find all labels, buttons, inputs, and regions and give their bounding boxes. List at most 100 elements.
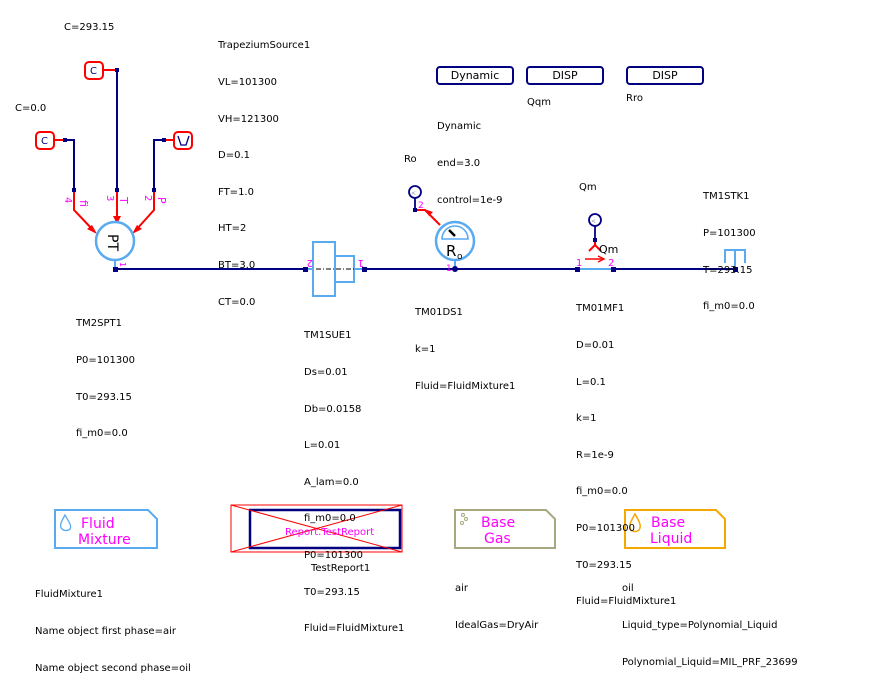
dynamic-params: Dynamic end=3.0 control=1e-9 xyxy=(437,97,503,219)
param-line: P0=101300 xyxy=(576,523,635,535)
port-number: 2 xyxy=(307,257,313,268)
param-line: fi_m0=0.0 xyxy=(576,486,628,498)
param-line: T0=293.15 xyxy=(576,559,632,571)
param-line: Liquid_type=Polynomial_Liquid xyxy=(622,620,778,632)
disp-qm-label: Qqm xyxy=(527,97,551,108)
param-line: oil xyxy=(622,583,634,595)
port-number: 1 xyxy=(446,264,452,274)
param-line: T=293.15 xyxy=(703,264,753,276)
svg-text:<: < xyxy=(591,218,596,225)
constant-293-block[interactable]: C xyxy=(84,61,119,190)
pt-source-block[interactable]: 4 fi 3 T 2 P PT 1 xyxy=(62,188,168,272)
param-line: T0=293.15 xyxy=(304,586,360,598)
base-liquid-icon[interactable] xyxy=(624,509,726,549)
param-line: k=1 xyxy=(576,413,597,425)
param-line: TM01DS1 xyxy=(415,307,463,319)
param-line: BT=3.0 xyxy=(218,260,256,272)
density-glyph-sub: o xyxy=(457,252,463,262)
ro-sensor-label: Ro xyxy=(404,154,417,165)
base-liquid-params: oil Liquid_type=Polynomial_Liquid Polyno… xyxy=(622,559,798,681)
svg-text:<: < xyxy=(411,190,416,197)
base-liquid-title: Base xyxy=(651,515,685,531)
param-line: P0=101300 xyxy=(76,355,135,367)
param-line: D=0.01 xyxy=(576,340,615,352)
param-line: Name object second phase=oil xyxy=(35,662,191,674)
param-line: VH=121300 xyxy=(218,113,279,125)
port-number: 1 xyxy=(358,257,364,268)
fluid-mixture-block[interactable]: Fluid Mixture xyxy=(54,509,158,549)
param-line: T0=293.15 xyxy=(76,391,132,403)
base-gas-icon[interactable] xyxy=(454,509,556,549)
port-name-fi: fi xyxy=(77,200,90,207)
mass-flow-block[interactable]: < Qm 1 2 xyxy=(575,213,618,272)
droplet-icon xyxy=(629,512,641,533)
tank-block[interactable] xyxy=(724,249,746,272)
param-line: R=1e-9 xyxy=(576,449,614,461)
test-report-block[interactable]: Report.TestReport xyxy=(230,504,403,553)
signal-fi xyxy=(73,192,94,231)
fluid-mixture-title: Fluid xyxy=(81,516,115,532)
param-line: FluidMixture1 xyxy=(35,589,103,601)
qm-port-label: Qm xyxy=(599,243,618,256)
wire-c0-to-pt[interactable] xyxy=(65,139,75,190)
sudden-expansion-block[interactable]: 2 1 xyxy=(303,241,367,297)
port-number: 4 xyxy=(62,197,73,203)
disp-qm-button[interactable]: DISP xyxy=(526,66,604,85)
param-line: L=0.01 xyxy=(304,440,341,452)
param-line: HT=2 xyxy=(218,223,247,235)
param-line: Polynomial_Liquid=MIL_PRF_23699 xyxy=(622,656,798,668)
constant-glyph: C xyxy=(41,136,48,147)
base-gas-params: air IdealGas=DryAir xyxy=(455,559,538,644)
mass-flow-params: TM01MF1 D=0.01 L=0.1 k=1 R=1e-9 fi_m0=0.… xyxy=(576,279,676,621)
param-line: Fluid=FluidMixture1 xyxy=(415,380,516,392)
base-gas-block[interactable]: Base Gas xyxy=(454,509,556,549)
param-line: end=3.0 xyxy=(437,158,481,170)
param-line: Name object first phase=air xyxy=(35,626,176,638)
fluid-mixture-params: FluidMixture1 Name object first phase=ai… xyxy=(35,565,191,687)
droplet-icon xyxy=(59,513,72,532)
base-liquid-block[interactable]: Base Liquid xyxy=(624,509,726,549)
param-line: FT=1.0 xyxy=(218,186,254,198)
fluid-mixture-title: Mixture xyxy=(78,532,131,548)
density-sensor-params: TM01DS1 k=1 Fluid=FluidMixture1 xyxy=(415,283,515,405)
constant-0-block[interactable]: C xyxy=(35,131,75,190)
base-gas-title: Gas xyxy=(484,531,511,547)
fluid-mixture-icon[interactable] xyxy=(54,509,158,549)
pt-source-params: TM2SPT1 P0=101300 T0=293.15 fi_m0=0.0 xyxy=(76,294,135,453)
constant-0-label: C=0.0 xyxy=(15,103,47,114)
port-number: 2 xyxy=(608,258,614,269)
port-name-t: T xyxy=(117,196,130,204)
param-line: control=1e-9 xyxy=(437,194,503,206)
port-number: 2 xyxy=(418,201,424,211)
pt-glyph: PT xyxy=(104,234,120,251)
param-line: IdealGas=DryAir xyxy=(455,620,539,632)
param-line: P=101300 xyxy=(703,228,756,240)
param-line: air xyxy=(455,583,469,595)
param-line: TM1SUE1 xyxy=(304,330,352,342)
dynamic-button[interactable]: Dynamic xyxy=(436,66,514,85)
sudden-expansion-params: TM1SUE1 Ds=0.01 Db=0.0158 L=0.01 A_lam=0… xyxy=(304,306,404,648)
trapezium-source-block[interactable] xyxy=(153,131,193,190)
port-number: 3 xyxy=(104,195,115,201)
param-line: P0=101300 xyxy=(304,550,363,562)
port-number: 1 xyxy=(118,262,127,267)
param-line: VL=101300 xyxy=(218,77,277,89)
density-sensor-block[interactable]: < 2 R o 1 xyxy=(408,185,476,274)
param-line: A_lam=0.0 xyxy=(304,476,359,488)
param-line: Fluid=FluidMixture1 xyxy=(304,623,405,635)
constant-293-label: C=293.15 xyxy=(64,22,115,33)
param-line: D=0.1 xyxy=(218,150,250,162)
param-line: CT=0.0 xyxy=(218,296,256,308)
constant-glyph: C xyxy=(90,66,97,77)
gas-bubbles-icon xyxy=(461,513,465,517)
tank-params: TM1STK1 P=101300 T=293.15 fi_m0=0.0 xyxy=(703,167,756,326)
wire-trapezium-to-pt[interactable] xyxy=(153,139,164,190)
port-number: 2 xyxy=(142,195,153,201)
report-icon[interactable] xyxy=(248,508,402,550)
disp-ro-button[interactable]: DISP xyxy=(626,66,704,85)
trapezium-source-icon[interactable] xyxy=(173,131,193,150)
test-report-name: TestReport1 xyxy=(311,563,371,574)
signal-p xyxy=(135,192,155,231)
param-line: TM01MF1 xyxy=(576,303,625,315)
param-line: Ds=0.01 xyxy=(304,367,348,379)
